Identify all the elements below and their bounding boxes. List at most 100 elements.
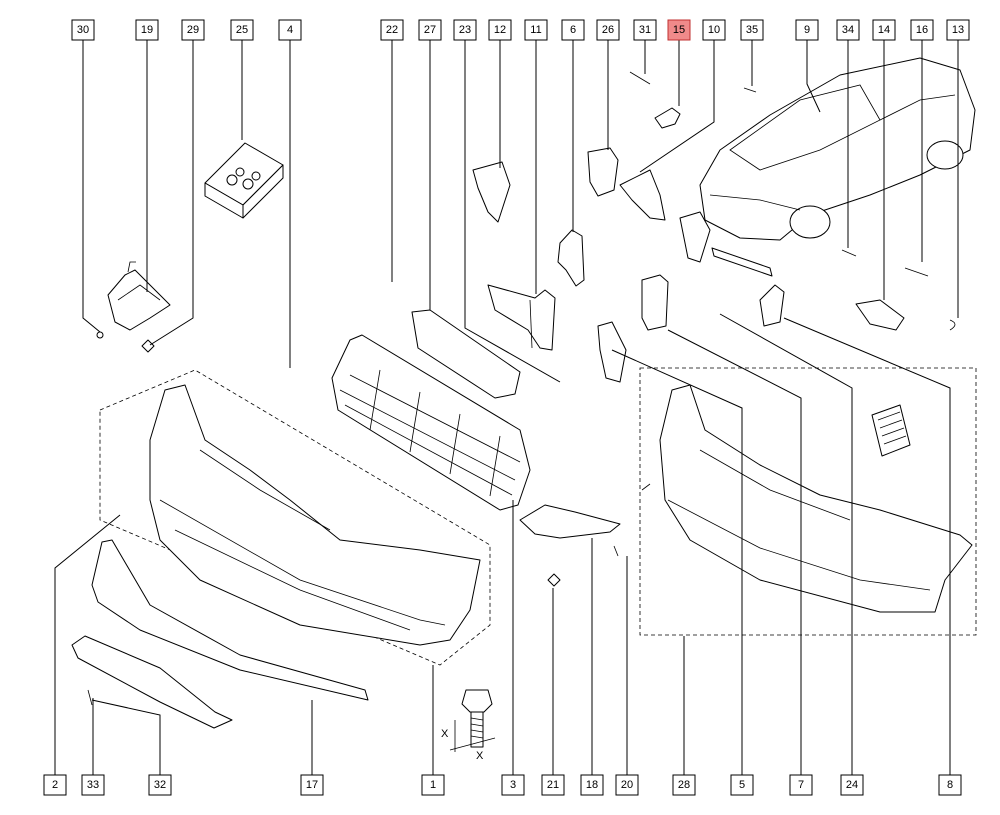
callout-6[interactable]: 6	[561, 19, 585, 41]
callout-2[interactable]: 2	[43, 774, 67, 796]
callout-18[interactable]: 18	[580, 774, 604, 796]
callout-27[interactable]: 27	[418, 19, 442, 41]
front-grille	[331, 334, 531, 511]
callout-15-highlighted[interactable]: 15	[667, 19, 691, 41]
svg-text:34: 34	[842, 24, 854, 36]
callout-17[interactable]: 17	[300, 774, 324, 796]
svg-text:24: 24	[846, 779, 858, 791]
callout-19[interactable]: 19	[135, 19, 159, 41]
callout-22[interactable]: 22	[380, 19, 404, 41]
bracket-24	[759, 284, 785, 327]
leader-lines-top	[82, 40, 959, 383]
callout-3[interactable]: 3	[501, 774, 525, 796]
callout-28[interactable]: 28	[672, 774, 696, 796]
left-side-bracket	[96, 261, 171, 353]
svg-text:23: 23	[459, 24, 471, 36]
instruction-leaflet	[871, 404, 911, 457]
svg-text:16: 16	[916, 24, 928, 36]
callout-32[interactable]: 32	[148, 774, 172, 796]
callout-5[interactable]: 5	[730, 774, 754, 796]
svg-text:25: 25	[236, 24, 248, 36]
callout-14[interactable]: 14	[872, 19, 896, 41]
callout-7[interactable]: 7	[789, 774, 813, 796]
trim-piece-14	[855, 299, 905, 331]
svg-text:20: 20	[621, 779, 633, 791]
lower-spoiler-17	[91, 539, 369, 701]
callout-21[interactable]: 21	[541, 774, 565, 796]
svg-text:9: 9	[804, 24, 810, 36]
screw-31	[629, 71, 651, 85]
callout-10[interactable]: 10	[702, 19, 726, 41]
svg-text:21: 21	[547, 779, 559, 791]
svg-text:33: 33	[87, 779, 99, 791]
svg-text:28: 28	[678, 779, 690, 791]
callout-9[interactable]: 9	[795, 19, 819, 41]
leader-lines-bottom	[54, 313, 951, 775]
svg-text:31: 31	[639, 24, 651, 36]
svg-text:14: 14	[878, 24, 890, 36]
bracket-7	[641, 274, 669, 331]
callout-16[interactable]: 16	[910, 19, 934, 41]
svg-text:6: 6	[570, 24, 576, 36]
callout-1[interactable]: 1	[421, 774, 445, 796]
svg-text:13: 13	[952, 24, 964, 36]
bracket-10	[619, 169, 666, 221]
callout-20[interactable]: 20	[615, 774, 639, 796]
mount-bracket-26	[587, 147, 619, 197]
bolt-detail	[449, 689, 496, 752]
screw-34	[841, 249, 857, 257]
svg-text:19: 19	[141, 24, 153, 36]
crossmember-strip	[711, 247, 773, 277]
callout-26[interactable]: 26	[596, 19, 620, 41]
upper-deflector	[472, 161, 511, 223]
callout-4[interactable]: 4	[278, 19, 302, 41]
center-support-bracket	[487, 284, 556, 351]
callout-29[interactable]: 29	[181, 19, 205, 41]
lower-bracket-18	[519, 504, 621, 539]
svg-text:7: 7	[798, 779, 804, 791]
svg-text:8: 8	[947, 779, 953, 791]
svg-text:18: 18	[586, 779, 598, 791]
callout-8[interactable]: 8	[938, 774, 962, 796]
bracket-5	[597, 321, 627, 383]
svg-text:17: 17	[306, 779, 318, 791]
side-bracket-6	[557, 229, 585, 287]
alternate-bumper	[641, 384, 973, 613]
callout-11[interactable]: 11	[524, 19, 548, 41]
car-body-outline	[699, 57, 976, 241]
svg-text:11: 11	[530, 24, 541, 36]
callout-34[interactable]: 34	[836, 19, 860, 41]
clip-33	[87, 689, 93, 706]
svg-text:15: 15	[673, 24, 685, 36]
callout-23[interactable]: 23	[453, 19, 477, 41]
bracket-lower-left	[679, 211, 711, 263]
callout-12[interactable]: 12	[488, 19, 512, 41]
bolt-dimension-x-diagonal: X	[476, 750, 484, 762]
svg-text:4: 4	[287, 24, 293, 36]
callout-35[interactable]: 35	[740, 19, 764, 41]
svg-text:32: 32	[154, 779, 166, 791]
svg-text:29: 29	[187, 24, 199, 36]
svg-text:1: 1	[430, 779, 436, 791]
callout-31[interactable]: 31	[633, 19, 657, 41]
callout-33[interactable]: 33	[81, 774, 105, 796]
bumper-assembly-frame	[99, 369, 491, 666]
svg-text:35: 35	[746, 24, 758, 36]
screw-20	[613, 545, 619, 557]
nut-21	[547, 573, 561, 587]
svg-text:10: 10	[708, 24, 720, 36]
svg-text:2: 2	[52, 779, 58, 791]
lower-trim-32	[71, 635, 233, 729]
svg-text:26: 26	[602, 24, 614, 36]
callout-25[interactable]: 25	[230, 19, 254, 41]
clip-16	[904, 267, 929, 277]
clip-13	[949, 319, 956, 331]
svg-text:30: 30	[77, 24, 89, 36]
callout-24[interactable]: 24	[840, 774, 864, 796]
fastener-kit-box	[204, 142, 284, 219]
screw-35	[743, 87, 757, 93]
callout-30[interactable]: 30	[71, 19, 95, 41]
svg-text:27: 27	[424, 24, 436, 36]
callout-13[interactable]: 13	[946, 19, 970, 41]
